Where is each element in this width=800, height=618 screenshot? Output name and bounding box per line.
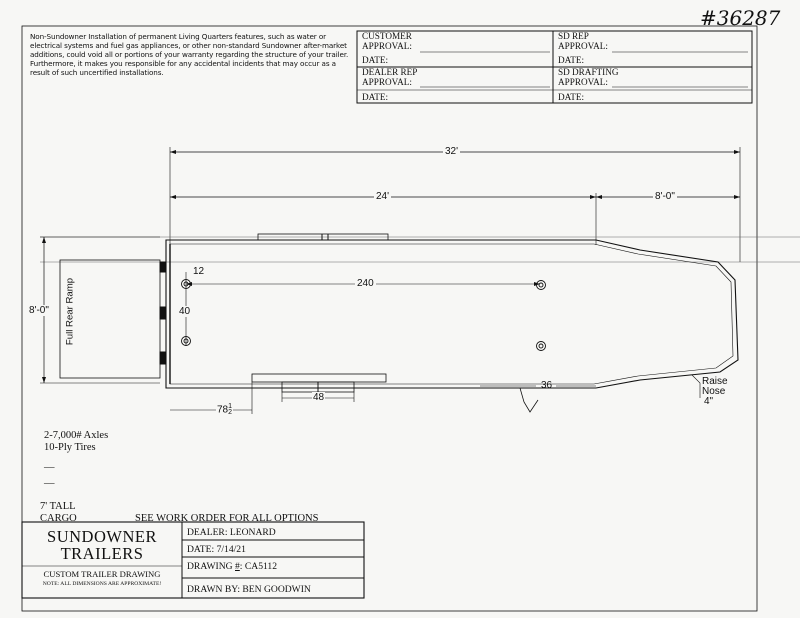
dealer-field: DEALER: LEONARD: [187, 527, 276, 538]
blank-note-1: __: [44, 458, 55, 469]
drawing-border: [21, 25, 758, 612]
sd-rep-approval[interactable]: APPROVAL:: [558, 41, 608, 51]
sd-drafting-approval[interactable]: APPROVAL:: [558, 77, 608, 87]
axle-spread-label: 48: [312, 392, 326, 403]
company-name-line2: TRAILERS: [60, 544, 144, 563]
date-field: DATE: 7/14/21: [187, 544, 246, 555]
warranty-disclaimer: Non-Sundowner Installation of permanent …: [30, 32, 349, 78]
width-label: 8'-0": [27, 305, 51, 316]
sd-drafting-title: SD DRAFTING: [558, 67, 619, 77]
dealer-rep-title: DEALER REP: [362, 67, 418, 77]
sd-rep-title: SD REP: [558, 31, 589, 41]
type-note: CARGO: [40, 513, 77, 524]
tires-note: 10-Ply Tires: [44, 442, 96, 453]
work-order-note: SEE WORK ORDER FOR ALL OPTIONS: [135, 513, 319, 524]
box-length-label: 24': [374, 191, 392, 202]
company-name-line1: SUNDOWNER: [47, 527, 157, 546]
sd-rep-date[interactable]: DATE:: [558, 55, 585, 65]
raise-nose-label: Raise Nose 4": [702, 376, 728, 407]
tie-down-ring: [181, 336, 191, 346]
height-note: 7' TALL: [40, 501, 76, 512]
overall-length-label: 32': [443, 146, 461, 157]
drawing-number-field: DRAWING #: CA5112: [187, 561, 278, 572]
ring-offset-label: 12: [193, 266, 205, 277]
approximate-note: NOTE: ALL DIMENSIONS ARE APPROXIMATE!: [42, 581, 162, 587]
ring-spacing-width-label: 40: [179, 306, 191, 317]
ring-spacing-length-label: 240: [355, 278, 376, 289]
nose-length-label: 8'-0": [653, 191, 677, 202]
customer-approval[interactable]: APPROVAL:: [362, 41, 412, 51]
title-block: [21, 521, 365, 599]
dealer-rep-date[interactable]: DATE:: [362, 92, 389, 102]
axles-note: 2-7,000# Axles: [44, 430, 109, 441]
tie-down-ring: [536, 341, 546, 351]
dealer-rep-approval[interactable]: APPROVAL:: [362, 77, 412, 87]
reference-number: #36287: [700, 6, 781, 30]
drawing-type: CUSTOM TRAILER DRAWING: [43, 569, 161, 579]
rear-ramp-label: Full Rear Ramp: [64, 277, 76, 346]
tie-down-ring: [536, 280, 546, 290]
customer-title: CUSTOMER: [362, 31, 412, 41]
sd-drafting-date[interactable]: DATE:: [558, 92, 585, 102]
drawn-by-field: DRAWN BY: BEN GOODWIN: [187, 584, 311, 595]
customer-date[interactable]: DATE:: [362, 55, 389, 65]
blank-note-2: __: [44, 474, 55, 485]
nose-dim-label: 36: [541, 380, 553, 391]
